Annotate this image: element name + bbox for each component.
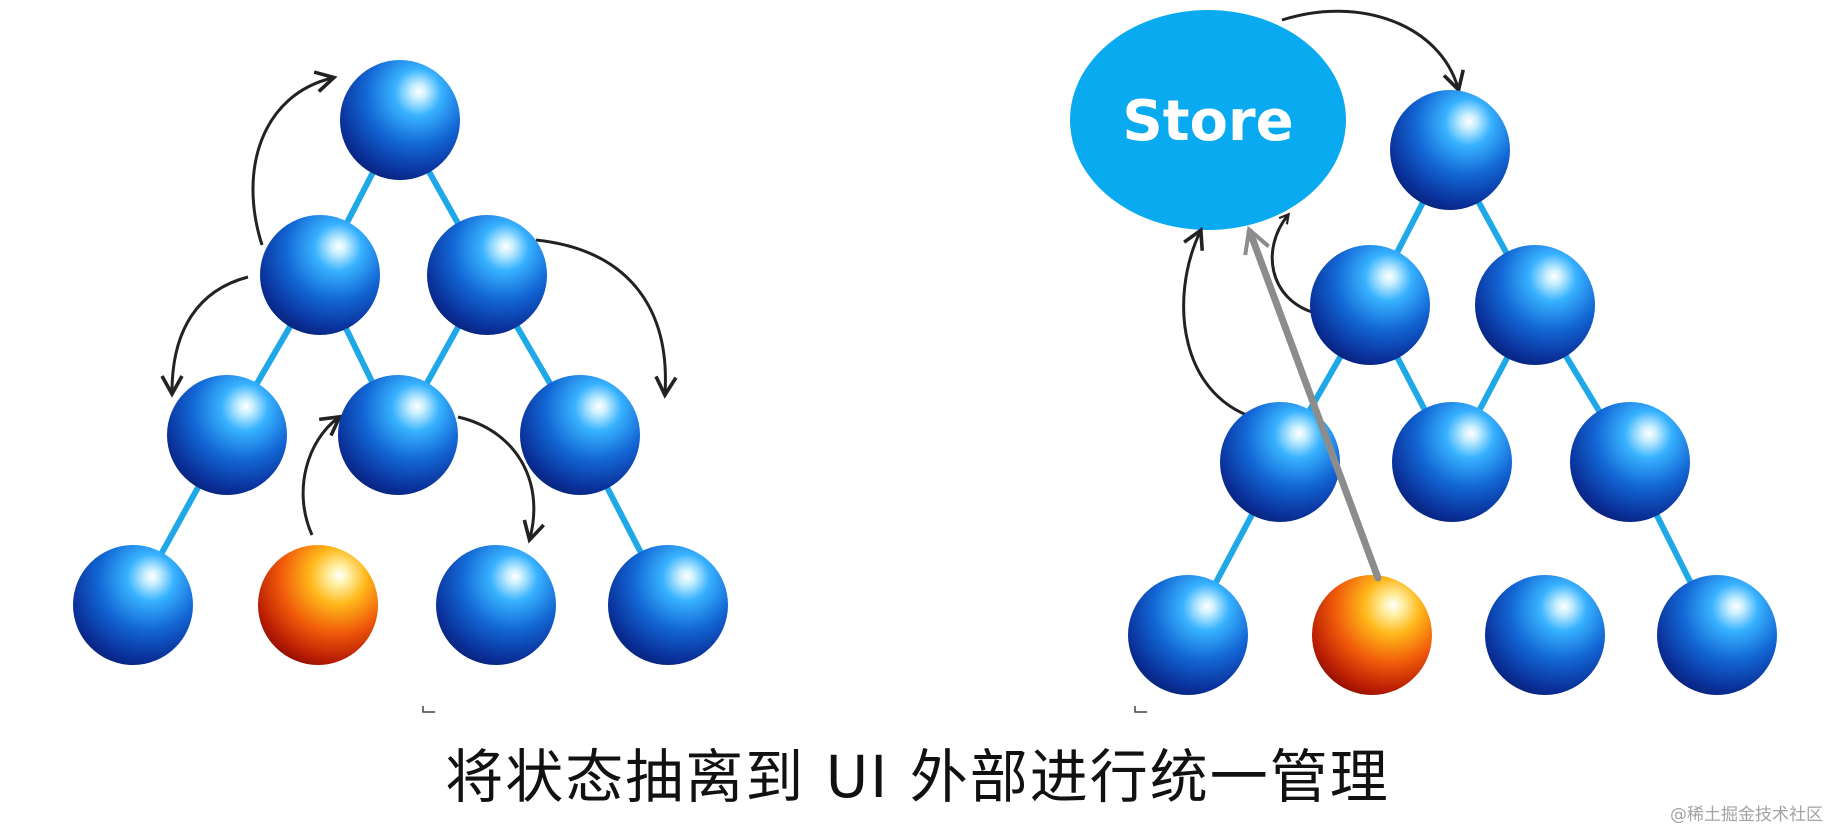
node-ball xyxy=(520,375,640,495)
store: Store xyxy=(1070,10,1346,230)
left-tree xyxy=(73,60,728,665)
corner-mark xyxy=(422,706,435,713)
node-ball xyxy=(340,60,460,180)
right-tree-nodes xyxy=(1128,90,1777,695)
curved-arrow xyxy=(1281,9,1465,94)
node-ball xyxy=(1657,575,1777,695)
right-tree-edges xyxy=(1185,147,1720,638)
node-ball xyxy=(1570,402,1690,522)
store-ellipse xyxy=(1070,10,1346,230)
right-tree: Store xyxy=(1070,9,1777,695)
node-ball xyxy=(338,375,458,495)
left-tree-edges xyxy=(130,117,671,608)
corner-mark xyxy=(1134,706,1147,713)
node-ball xyxy=(73,545,193,665)
caption: 将状态抽离到 UI 外部进行统一管理 xyxy=(445,743,1390,811)
right-tree-arrows xyxy=(1182,9,1465,422)
left-tree-arrows xyxy=(160,70,678,544)
node-ball xyxy=(1128,575,1248,695)
node-ball xyxy=(1390,90,1510,210)
curved-arrow xyxy=(1270,215,1313,314)
node-ball xyxy=(1392,402,1512,522)
node-ball xyxy=(608,545,728,665)
node-ball xyxy=(1485,575,1605,695)
watermark: @稀土掘金技术社区 xyxy=(1670,805,1823,825)
curved-arrow xyxy=(301,414,343,536)
node-ball xyxy=(1220,402,1340,522)
node-ball xyxy=(1475,245,1595,365)
curved-arrow xyxy=(457,415,545,544)
curved-arrow xyxy=(160,275,249,398)
node-ball xyxy=(260,215,380,335)
corner-marks xyxy=(422,706,1147,713)
node-ball xyxy=(167,375,287,495)
curved-arrow xyxy=(251,70,338,246)
direct-arrow-to-store xyxy=(1243,225,1382,582)
curved-arrow xyxy=(1182,226,1263,422)
left-tree-nodes xyxy=(73,60,728,665)
node-ball-orange xyxy=(1312,575,1432,695)
node-ball xyxy=(436,545,556,665)
curved-arrow xyxy=(535,238,678,399)
node-ball xyxy=(1310,245,1430,365)
store-label: Store xyxy=(1122,89,1293,154)
node-ball-orange xyxy=(258,545,378,665)
node-ball xyxy=(427,215,547,335)
